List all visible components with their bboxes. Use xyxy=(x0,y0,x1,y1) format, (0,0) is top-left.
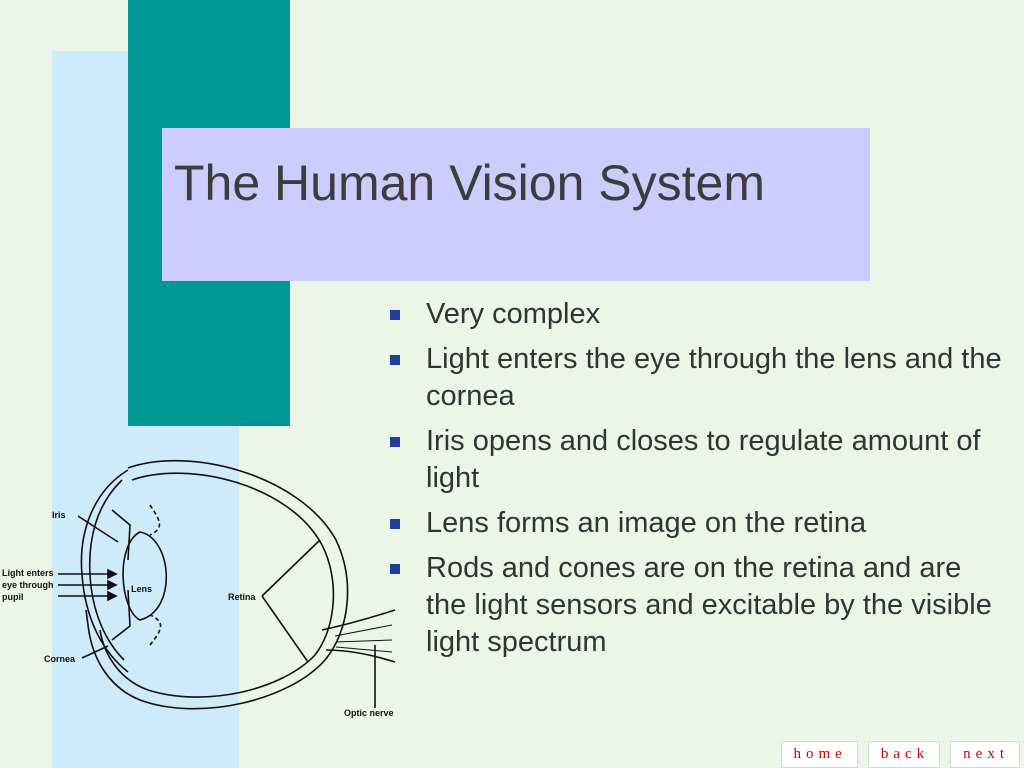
square-bullet-icon xyxy=(390,355,400,365)
lens-outline xyxy=(122,531,168,621)
label-pupil: pupil xyxy=(2,592,24,602)
bullet-item: Lens forms an image on the retina xyxy=(388,505,1008,542)
slide-title: The Human Vision System xyxy=(174,155,765,211)
title-box: The Human Vision System xyxy=(162,128,870,281)
bullet-text: Light enters the eye through the lens an… xyxy=(426,343,1002,412)
bullet-item: Rods and cones are on the retina and are… xyxy=(388,550,1008,661)
label-eye-through: eye through xyxy=(2,580,54,590)
eye-anatomy-diagram: Iris Light enters eye through pupil Lens… xyxy=(2,460,396,718)
home-button[interactable]: home xyxy=(780,741,858,768)
bullet-text: Rods and cones are on the retina and are… xyxy=(426,552,992,658)
label-retina: Retina xyxy=(228,592,257,602)
bullet-text: Iris opens and closes to regulate amount… xyxy=(426,425,981,494)
iris-lower xyxy=(111,589,131,641)
bullet-item: Light enters the eye through the lens an… xyxy=(388,341,1008,415)
label-lens: Lens xyxy=(131,584,152,594)
optic-nerve-bottom xyxy=(325,649,396,663)
optic-nerve-top xyxy=(321,609,396,631)
label-light-enters: Light enters xyxy=(2,568,54,578)
next-button[interactable]: next xyxy=(950,741,1020,768)
bullet-list: Very complex Light enters the eye throug… xyxy=(388,296,1008,669)
iris-upper xyxy=(111,509,131,561)
bullet-text: Very complex xyxy=(426,298,601,330)
bullet-item: Very complex xyxy=(388,296,1008,333)
label-optic-nerve: Optic nerve xyxy=(344,708,394,718)
back-button[interactable]: back xyxy=(867,741,941,768)
bullet-text: Lens forms an image on the retina xyxy=(426,507,867,539)
cornea-outline xyxy=(80,469,129,673)
sclera-outline xyxy=(85,460,349,710)
slide-navigation: home back next xyxy=(780,741,1020,768)
square-bullet-icon xyxy=(390,437,400,447)
square-bullet-icon xyxy=(390,519,400,529)
cornea-inner xyxy=(88,479,125,661)
square-bullet-icon xyxy=(390,310,400,320)
square-bullet-icon xyxy=(390,564,400,574)
label-iris: Iris xyxy=(52,510,66,520)
bullet-item: Iris opens and closes to regulate amount… xyxy=(388,423,1008,497)
retina-outline xyxy=(99,472,335,698)
label-cornea: Cornea xyxy=(44,654,76,664)
